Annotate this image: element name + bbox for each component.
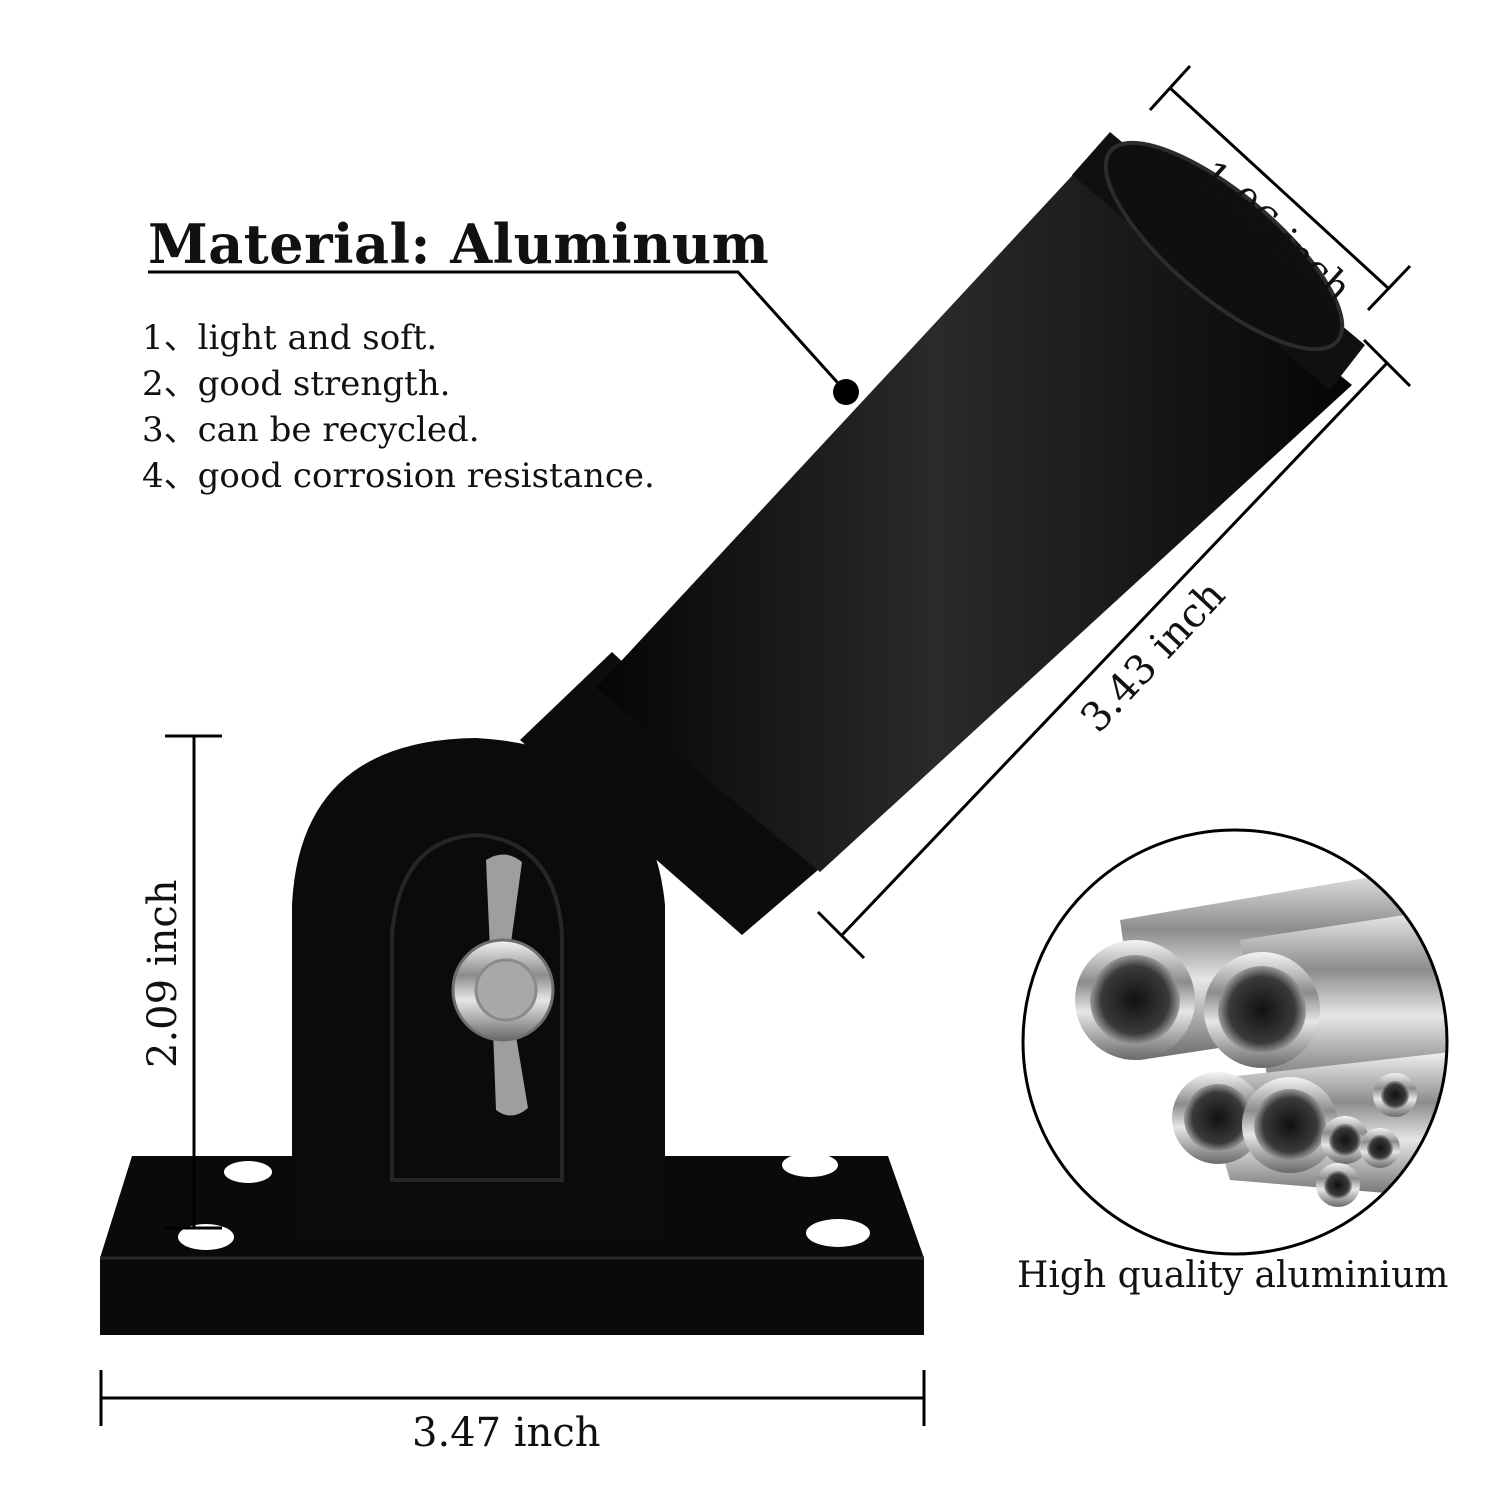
screw-hole: [178, 1224, 234, 1250]
dimension-label-base-width: 3.47 inch: [412, 1410, 601, 1456]
screw-hole: [782, 1153, 838, 1177]
inset-caption: High quality aluminium: [1017, 1255, 1449, 1296]
material-title: Material: Aluminum: [148, 212, 770, 276]
flagpole-tube: [520, 132, 1365, 935]
dimension-line-tube-diameter: [1148, 64, 1412, 312]
material-callout-leader: [148, 270, 859, 405]
feature-item: 4、good corrosion resistance.: [142, 456, 655, 496]
dimension-line-tube-length: [816, 338, 1412, 960]
dimension-line-height: [165, 734, 222, 1230]
dimension-label-height: 2.09 inch: [140, 879, 186, 1069]
screw-hole: [224, 1161, 272, 1183]
aluminium-pipes-inset: [1021, 828, 1449, 1256]
feature-item: 1、light and soft.: [142, 318, 438, 358]
screw-hole: [806, 1219, 870, 1247]
feature-item: 3、can be recycled.: [142, 410, 480, 450]
wing-nut-hardware: [451, 854, 555, 1116]
feature-item: 2、good strength.: [142, 364, 451, 404]
dimension-line-base-width: [99, 1370, 926, 1426]
